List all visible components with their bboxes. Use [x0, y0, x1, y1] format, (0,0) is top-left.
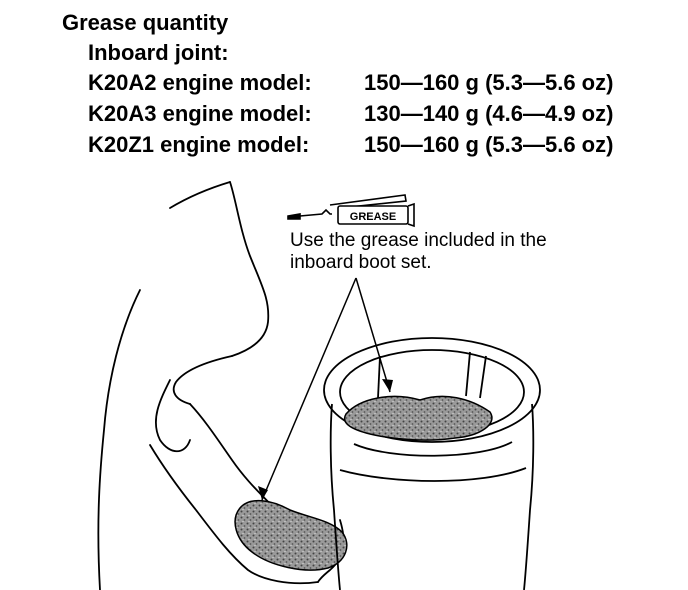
arrowhead-to-cup	[382, 379, 393, 392]
spec-model: K20A2 engine model:	[88, 70, 312, 95]
joint-cup-drawing	[323, 337, 541, 590]
arrowhead-to-finger	[258, 486, 268, 500]
fingertip-grease-blob	[234, 499, 348, 571]
leader-lines	[261, 277, 391, 501]
spec-title: Grease quantity	[62, 10, 229, 35]
spec-model: K20Z1 engine model:	[88, 132, 310, 157]
cup-grease-mass	[343, 395, 493, 441]
spec-quantity: 150—160 g (5.3—5.6 oz)	[364, 70, 614, 95]
grease-note-line: Use the grease included in the	[290, 230, 547, 251]
grease-tube-label: GREASE	[350, 211, 396, 223]
grease-note-line: inboard boot set.	[290, 252, 432, 273]
spec-quantity: 130—140 g (4.6—4.9 oz)	[364, 101, 614, 126]
spec-model: K20A3 engine model:	[88, 101, 312, 126]
grease-tube-icon	[287, 194, 415, 228]
spec-quantity: 150—160 g (5.3—5.6 oz)	[364, 132, 614, 157]
grease-note: Use the grease included in the inboard b…	[290, 230, 547, 274]
spec-subtitle: Inboard joint:	[88, 40, 229, 65]
hand-drawing	[97, 181, 345, 590]
